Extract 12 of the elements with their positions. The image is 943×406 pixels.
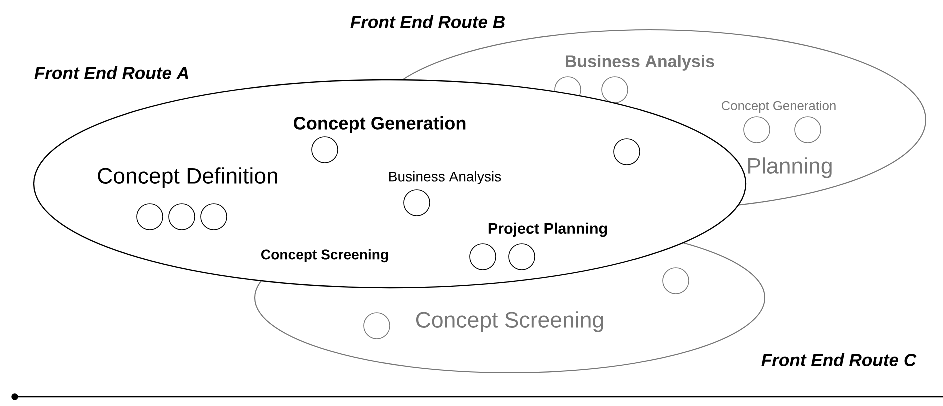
stage-label: Planning <box>748 158 832 178</box>
stage-label: Business Analysis <box>390 171 502 185</box>
route-label: Front End Route C <box>762 354 917 366</box>
route-label: Front End Route B <box>350 16 505 28</box>
stage-label: Concept Generation <box>722 101 836 113</box>
stage-label: Concept Screening <box>262 249 388 263</box>
stage-label: Concept Generation <box>294 116 466 134</box>
stage-label: Project Planning <box>488 222 608 238</box>
stage-label: Concept Definition <box>98 168 278 188</box>
stage-label: Concept Screening <box>416 312 604 332</box>
route-label: Front End Route A <box>34 66 188 80</box>
stage-label: Business Analysis <box>566 55 714 71</box>
